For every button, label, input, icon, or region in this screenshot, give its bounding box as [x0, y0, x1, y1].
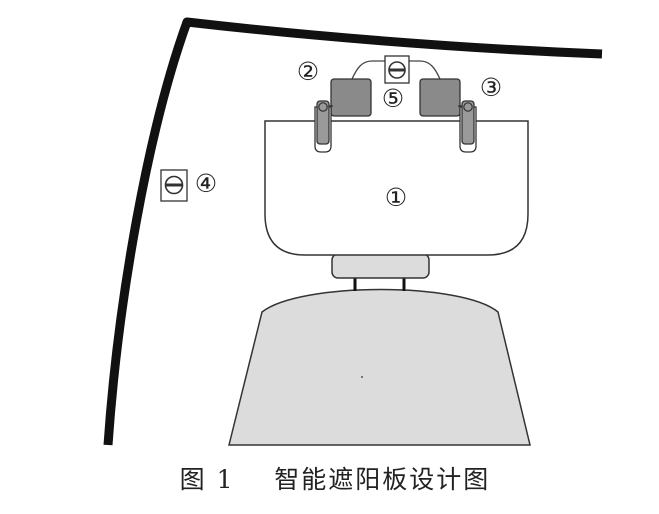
- motor-icon: [330, 78, 372, 117]
- wire-left: [351, 60, 386, 80]
- headrest: [331, 253, 430, 279]
- hinge-icon: [314, 100, 333, 153]
- callout-2: ②: [297, 57, 319, 86]
- callout-4: ④: [195, 169, 217, 198]
- callout-3: ③: [480, 73, 502, 102]
- wire-right: [408, 60, 441, 80]
- callout-1: ①: [385, 183, 407, 212]
- sensor-icon: [384, 55, 410, 84]
- motor-icon: [419, 78, 461, 117]
- visor-panel: [264, 120, 529, 256]
- windshield-frame: [103, 17, 603, 446]
- seat-center-dot: [361, 376, 363, 378]
- seat-back: [228, 288, 531, 446]
- hinge-icon: [458, 100, 477, 153]
- callout-5: ⑤: [382, 84, 404, 113]
- sensor-icon: [160, 169, 188, 202]
- figure-caption: 图 1 智能遮阳板设计图: [180, 465, 491, 494]
